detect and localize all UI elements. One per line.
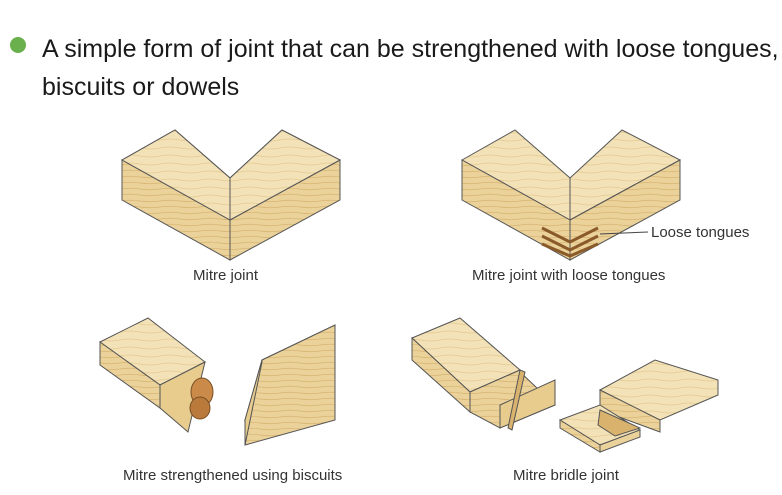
caption-mitre-biscuits: Mitre strengthened using biscuits <box>123 467 343 484</box>
mitre-joint-figure <box>120 129 342 261</box>
callout-loose-tongues: Loose tongues <box>651 224 750 241</box>
caption-mitre-bridle: Mitre bridle joint <box>513 467 619 484</box>
bullet-point: A simple form of joint that can be stren… <box>10 30 780 106</box>
mitre-loose-tongues-figure <box>460 129 682 261</box>
caption-mitre-loose-tongues: Mitre joint with loose tongues <box>472 267 666 284</box>
mitre-bridle-figure <box>411 317 719 453</box>
bullet-text: A simple form of joint that can be stren… <box>42 35 779 101</box>
bullet-dot-icon <box>10 37 26 53</box>
caption-mitre-joint: Mitre joint <box>193 267 259 284</box>
mitre-biscuits-figure <box>99 317 336 446</box>
